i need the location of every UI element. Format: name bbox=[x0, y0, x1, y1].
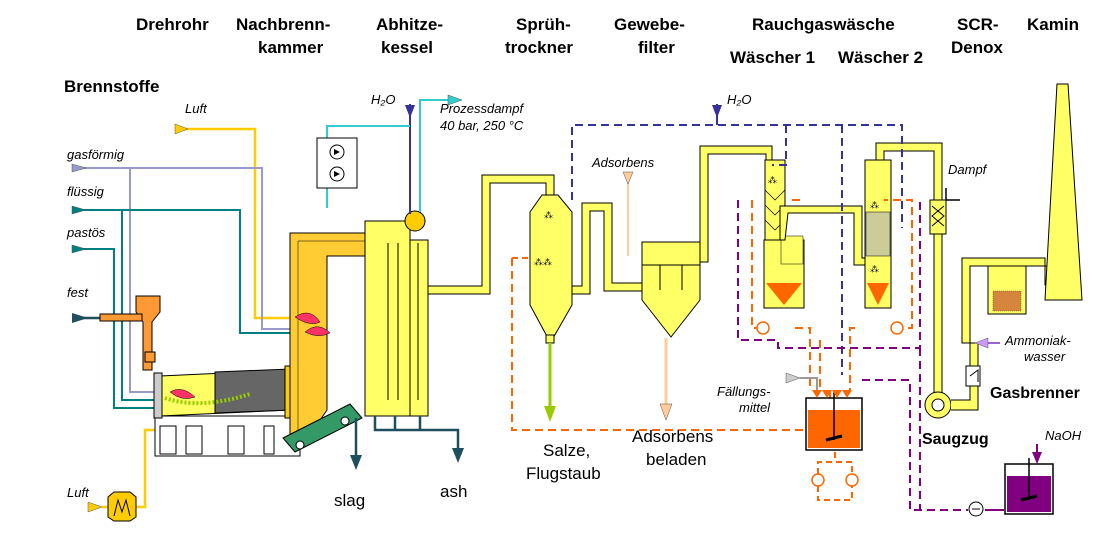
label-gasfoermig: gasförmig bbox=[67, 147, 125, 162]
svg-text:⁂: ⁂ bbox=[870, 200, 879, 211]
output-adsorbens-1: Adsorbens bbox=[632, 427, 714, 446]
slag-conveyor bbox=[282, 403, 363, 470]
label-luft-bottom: Luft bbox=[67, 485, 89, 500]
output-adsorbens-2: beladen bbox=[646, 450, 707, 469]
label-h2o-boiler: H₂O bbox=[371, 92, 396, 107]
header-abhitzekessel-1: Abhitze- bbox=[376, 15, 444, 34]
header-brennstoffe: Brennstoffe bbox=[64, 77, 160, 96]
header-drehrohr: Drehrohr bbox=[136, 15, 209, 34]
header-scr-2: Denox bbox=[951, 38, 1003, 57]
output-salze-1: Salze, bbox=[543, 441, 591, 460]
header-waescher-2: Wäscher 2 bbox=[838, 48, 924, 67]
boiler-water-steam bbox=[316, 94, 463, 214]
label-adsorbens: Adsorbens bbox=[592, 155, 655, 170]
rotary-kiln bbox=[153, 365, 301, 457]
output-slag: slag bbox=[334, 491, 366, 510]
header-spruhtrockner-1: Sprüh- bbox=[516, 15, 571, 34]
fabric-filter bbox=[641, 241, 701, 421]
adsorbens-feed bbox=[622, 171, 634, 256]
scrubber-water-line bbox=[571, 104, 903, 375]
header-gewebefilter-2: filter bbox=[638, 38, 675, 57]
flue-gas-duct-2 bbox=[571, 202, 653, 295]
svg-text:⁂: ⁂ bbox=[870, 264, 879, 275]
scrubber-2: ⁂ ⁂ bbox=[864, 159, 892, 309]
chimney bbox=[1044, 83, 1083, 301]
air-supply-line-bottom bbox=[87, 428, 158, 522]
svg-text:⁂: ⁂ bbox=[768, 175, 777, 186]
header-rauchgaswaesche: Rauchgaswäsche bbox=[752, 15, 895, 34]
header-nachbrennkammer-1: Nachbrenn- bbox=[236, 15, 331, 34]
label-pastoes: pastös bbox=[67, 225, 106, 240]
label-dampf: Dampf bbox=[948, 162, 987, 177]
gas-supply-line bbox=[71, 163, 296, 393]
output-ash: ash bbox=[440, 482, 468, 501]
label-faellungsmittel-2: mittel bbox=[739, 400, 771, 415]
air-supply-line-top bbox=[174, 123, 297, 320]
induced-draft-fan bbox=[924, 342, 981, 419]
label-fluessig: flüssig bbox=[67, 184, 104, 199]
scr-denox-reactor bbox=[929, 188, 947, 235]
label-fest: fest bbox=[67, 285, 88, 300]
naoh-tank bbox=[1004, 444, 1054, 515]
label-saugzug: Saugzug bbox=[922, 431, 989, 448]
label-faellungsmittel-1: Fällungs- bbox=[717, 384, 771, 399]
label-ammoniak-1: Ammoniak- bbox=[1005, 333, 1071, 348]
waste-heat-boiler bbox=[364, 210, 464, 463]
ammonia-line bbox=[974, 337, 1000, 349]
label-luft-top: Luft bbox=[185, 101, 207, 116]
label-gasbrenner: Gasbrenner bbox=[990, 385, 1080, 402]
feed-hopper bbox=[99, 295, 161, 371]
header-spruhtrockner-2: trockner bbox=[505, 38, 574, 57]
label-ammoniak-2: wasser bbox=[1024, 349, 1066, 364]
recirculation-lines-purple bbox=[737, 200, 1004, 517]
pasty-supply-line bbox=[71, 244, 160, 409]
svg-text:⁂⁂: ⁂⁂ bbox=[534, 257, 552, 268]
label-prozessdampf-2: 40 bar, 250 °C bbox=[440, 118, 524, 133]
header-kamin: Kamin bbox=[1027, 15, 1079, 34]
flue-gas-duct-6 bbox=[961, 257, 1058, 344]
liquid-supply-line bbox=[71, 205, 296, 401]
svg-text:⁂: ⁂ bbox=[544, 210, 553, 221]
spray-dryer: ⁂ ⁂⁂ bbox=[512, 194, 573, 422]
flue-gas-duct-3 bbox=[699, 145, 773, 263]
output-salze-2: Flugstaub bbox=[526, 464, 601, 483]
label-prozessdampf-1: Prozessdampf bbox=[440, 101, 524, 116]
header-waescher-1: Wäscher 1 bbox=[730, 48, 816, 67]
header-gewebefilter-1: Gewebe- bbox=[614, 15, 685, 34]
header-abhitzekessel-2: kessel bbox=[381, 38, 433, 57]
label-h2o-scrubber: H₂O bbox=[727, 92, 752, 107]
header-nachbrennkammer-2: kammer bbox=[258, 38, 324, 57]
precipitation-tank bbox=[785, 372, 863, 451]
label-naoh: NaOH bbox=[1045, 428, 1082, 443]
afterburner-chamber bbox=[289, 232, 366, 436]
header-scr-1: SCR- bbox=[957, 15, 999, 34]
